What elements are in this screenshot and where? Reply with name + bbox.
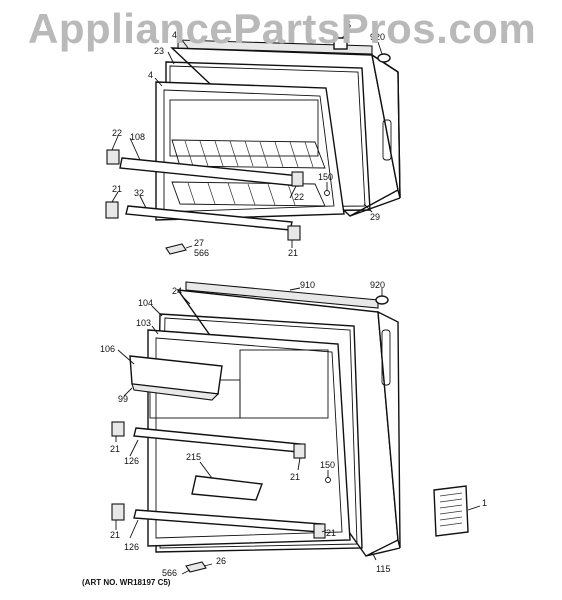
callout-4-top: 4 [172,30,177,40]
callout-29: 29 [370,212,380,222]
callout-21-freezer-left: 21 [112,184,122,194]
hinge-plate-27 [165,243,187,255]
callout-labels: 4 5 920 23 4 22 108 150 22 29 21 32 27 5… [100,20,487,578]
end-cap-21-upper-right [293,443,306,459]
part-5 [333,37,348,50]
callout-126-upper: 126 [124,456,139,466]
callout-21-lower-left: 21 [110,530,120,540]
callout-920-bottom: 920 [370,280,385,290]
callout-1: 1 [482,498,487,508]
callout-920-top: 920 [370,32,385,42]
callout-566-top: 566 [194,248,209,258]
callout-27: 27 [194,238,204,248]
callout-23: 23 [154,46,164,56]
callout-126-lower: 126 [124,542,139,552]
end-cap-22-left [106,149,120,165]
callout-150-bottom: 150 [320,460,335,470]
freezer-door-assembly [105,37,401,255]
hinge-plate-26 [185,561,207,573]
art-number: (ART NO. WR18197 C5) [82,578,171,587]
fresh-food-door-assembly [111,281,469,573]
freezer-handle-recess [382,119,392,161]
screw-150-top [324,190,330,196]
callout-115: 115 [376,564,390,574]
callout-5: 5 [346,20,351,30]
leader-lines [111,29,481,575]
callout-150-top: 150 [318,172,333,182]
end-cap-22-right [291,171,304,187]
callout-566-bottom: 566 [162,568,177,578]
end-cap-21-upper-left [111,421,125,437]
callout-215: 215 [186,452,201,462]
instruction-card-1 [433,485,469,537]
plug-920-top [377,53,391,63]
end-cap-21-lower-left [111,503,125,521]
fresh-food-top-trim-910 [185,281,379,309]
callout-21-upper-left: 21 [110,444,120,454]
callout-26: 26 [216,556,226,566]
fresh-food-handle-recess [381,329,391,386]
callout-21-upper-right: 21 [290,472,300,482]
freezer-door-liner [155,81,345,221]
callout-99: 99 [118,394,128,404]
callout-108: 108 [130,132,145,142]
end-cap-21-left [105,201,119,219]
bin-215 [191,475,263,501]
callout-24: 24 [172,286,182,296]
plug-920-bottom [375,295,389,305]
callout-22-left: 22 [112,128,122,138]
callout-910: 910 [300,280,315,290]
callout-106: 106 [100,344,115,354]
freezer-top-trim [177,39,373,55]
end-cap-21-right [287,225,301,241]
callout-22-right: 22 [294,192,304,202]
callout-21-freezer-right: 21 [288,248,298,258]
callout-32: 32 [134,188,144,198]
freezer-shelf [171,139,326,207]
callout-21-lower-right: 21 [326,528,336,538]
callout-104: 104 [138,298,153,308]
callout-4-liner: 4 [148,70,153,80]
callout-103: 103 [136,318,151,328]
watermark-logo: AppliancePartsPros.com [28,5,537,52]
